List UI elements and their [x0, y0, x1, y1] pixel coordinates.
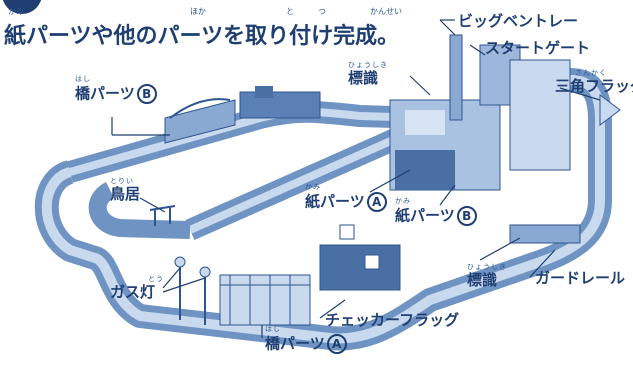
label-big-vent: ビッグベントレー: [458, 12, 579, 30]
label-gas-lamp: とう ガス灯: [110, 275, 164, 301]
mark-b2: B: [456, 206, 477, 226]
ruby-tsu: つ: [318, 7, 326, 16]
label-torii: とりい 鳥居: [110, 177, 141, 203]
page-title: 紙パーツや他のパーツを取り付け完成。: [4, 24, 400, 49]
label-triangle-flag: さんかく 三角フラッグ: [555, 69, 633, 95]
central-building: [389, 99, 501, 191]
torii: [149, 205, 176, 226]
label-sign-bottom: ひょうしき 標識: [467, 263, 507, 289]
bridge-a: [219, 274, 311, 326]
ruby-to: と: [286, 7, 294, 16]
guard-rail: [509, 224, 581, 244]
bridge-b: [164, 86, 321, 144]
start-gate: [449, 34, 571, 171]
ruby-kami: かみ: [8, 7, 24, 16]
label-guard-rail: ガードレール: [535, 269, 626, 287]
ruby-hoka: ほか: [190, 7, 206, 16]
label-start-gate: スタートゲート: [485, 39, 591, 57]
ruby-kansei: かんせい: [370, 7, 402, 16]
label-sign-top: ひょうしき 標識: [348, 61, 388, 87]
mark-b: B: [136, 84, 157, 104]
corner-tab: [2, 0, 42, 14]
label-checker-flag: チェッカーフラッグ: [325, 311, 460, 329]
mark-a: A: [366, 192, 387, 212]
mark-a2: A: [326, 334, 347, 354]
gas-lamps: [174, 256, 211, 325]
